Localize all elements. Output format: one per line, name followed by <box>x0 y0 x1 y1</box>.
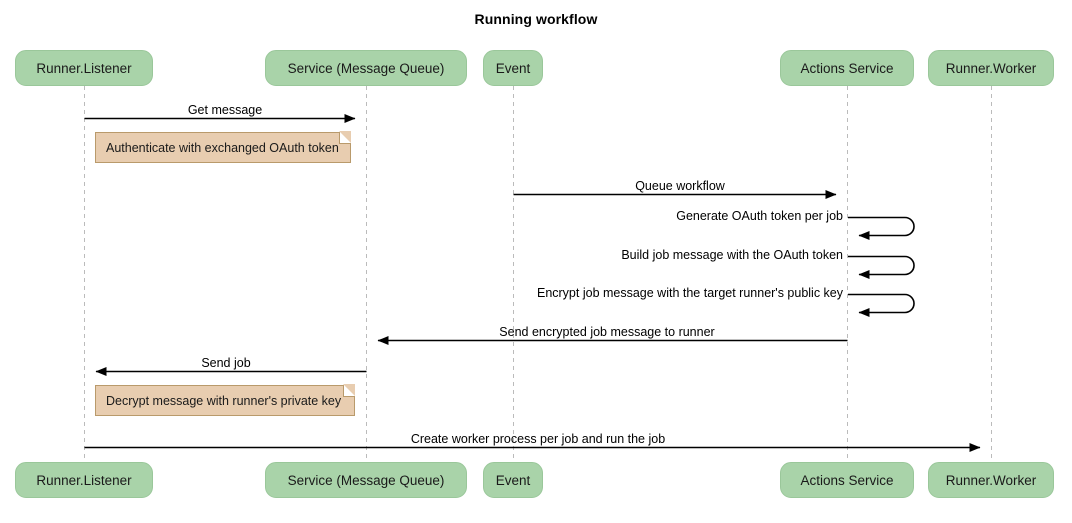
participant-label: Service (Message Queue) <box>287 472 445 488</box>
message-label-create-worker-process: Create worker process per job and run th… <box>410 432 666 446</box>
participant-event-top[interactable]: Event <box>483 50 543 86</box>
note-text: Decrypt message with runner's private ke… <box>106 393 342 408</box>
message-label-queue-workflow: Queue workflow <box>635 179 725 193</box>
participant-label: Runner.Listener <box>36 60 132 76</box>
participant-service-message-queue-top[interactable]: Service (Message Queue) <box>265 50 467 86</box>
message-label-encrypt-job-message: Encrypt job message with the target runn… <box>536 286 843 300</box>
arrow-generate-oauth-token-per-job <box>848 216 915 240</box>
message-label-get-message: Get message <box>187 103 263 117</box>
note-fold-corner-icon <box>343 384 355 397</box>
message-label-generate-oauth-token-per-job: Generate OAuth token per job <box>676 209 843 223</box>
participant-actions-service-top[interactable]: Actions Service <box>780 50 914 86</box>
arrow-encrypt-job-message <box>848 293 915 317</box>
participant-label: Runner.Worker <box>945 60 1037 76</box>
message-arrows <box>84 114 981 452</box>
note-fold-corner-icon <box>339 131 351 144</box>
participant-runner-listener-bottom[interactable]: Runner.Listener <box>15 462 153 498</box>
participant-runner-worker-bottom[interactable]: Runner.Worker <box>928 462 1054 498</box>
arrow-build-job-message <box>848 255 915 279</box>
participant-label: Runner.Worker <box>945 472 1037 488</box>
participant-label: Event <box>495 472 531 488</box>
message-label-send-job: Send job <box>201 356 251 370</box>
participant-label: Runner.Listener <box>36 472 132 488</box>
participant-runner-listener-top[interactable]: Runner.Listener <box>15 50 153 86</box>
participant-label: Actions Service <box>800 472 894 488</box>
participant-event-bottom[interactable]: Event <box>483 462 543 498</box>
participant-label: Event <box>495 60 531 76</box>
participant-actions-service-bottom[interactable]: Actions Service <box>780 462 914 498</box>
diagram-title: Running workflow <box>474 11 598 27</box>
participant-label: Actions Service <box>800 60 894 76</box>
note-decrypt: Decrypt message with runner's private ke… <box>95 384 355 416</box>
participant-label: Service (Message Queue) <box>287 60 445 76</box>
participant-service-message-queue-bottom[interactable]: Service (Message Queue) <box>265 462 467 498</box>
note-text: Authenticate with exchanged OAuth token <box>106 140 339 155</box>
note-authenticate: Authenticate with exchanged OAuth token <box>95 131 351 163</box>
message-label-build-job-message: Build job message with the OAuth token <box>621 248 843 262</box>
participant-runner-worker-top[interactable]: Runner.Worker <box>928 50 1054 86</box>
lifelines <box>84 86 992 462</box>
message-label-send-encrypted-job-message: Send encrypted job message to runner <box>499 325 715 339</box>
